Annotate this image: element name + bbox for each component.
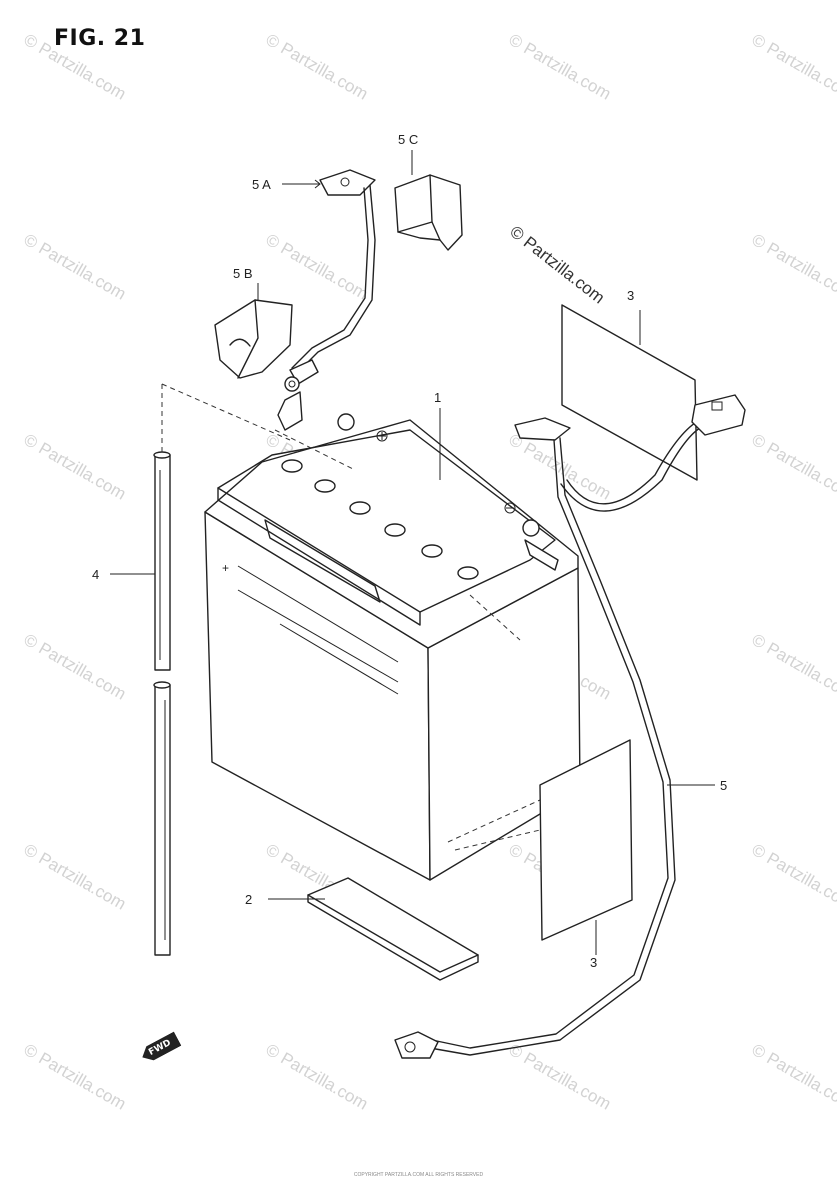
insulator-plate-top xyxy=(561,304,698,481)
terminal-cap-5c xyxy=(394,174,463,251)
part-label-2: 2 xyxy=(245,892,253,907)
part-label-1: 1 xyxy=(434,390,442,405)
cell-caps xyxy=(281,459,479,580)
part-label-3-bottom: 3 xyxy=(590,955,598,970)
terminal-boot-5b xyxy=(214,299,293,379)
insulator-plate-bottom xyxy=(539,739,633,941)
part-label-5c: 5 C xyxy=(398,132,419,147)
positive-cable xyxy=(277,169,376,431)
part-label-4: 4 xyxy=(92,567,100,582)
part-label-5a: 5 A xyxy=(252,177,271,192)
battery: + xyxy=(204,413,581,881)
copyright-footer: COPYRIGHT PARTZILLA.COM ALL RIGHTS RESER… xyxy=(353,1172,484,1178)
figure-title: FIG. 21 xyxy=(54,26,146,51)
leader-lines xyxy=(110,150,715,955)
svg-text:+: + xyxy=(222,561,229,575)
part-label-5b: 5 B xyxy=(233,266,253,281)
negative-cable xyxy=(394,394,746,1059)
part-label-5: 5 xyxy=(720,778,728,793)
vent-tube xyxy=(153,451,171,956)
battery-pad xyxy=(307,877,479,981)
part-label-3-top: 3 xyxy=(627,288,635,303)
